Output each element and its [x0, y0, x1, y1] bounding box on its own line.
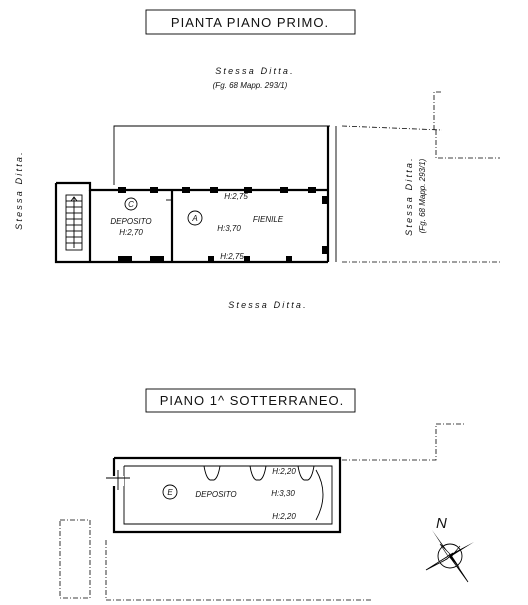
- basement-title-box: PIANO 1^ SOTTERRANEO.: [145, 388, 356, 413]
- outer-wall-bottom: [54, 183, 328, 264]
- compass-minor-3: [450, 556, 460, 568]
- vault-arch-1: [203, 465, 221, 481]
- room-e-marker: E: [167, 488, 173, 497]
- room-e-height: H:3,30: [271, 489, 295, 498]
- basement-boundary-top: [342, 423, 466, 461]
- neighbor-bottom-label: Stessa Ditta.: [228, 300, 308, 310]
- room-c-name: DEPOSITO: [110, 217, 151, 226]
- boundary-step-right: [435, 130, 500, 159]
- compass-east-arrow: [447, 542, 474, 559]
- basement-outer-wall: [112, 456, 342, 534]
- room-e-name: DEPOSITO: [195, 490, 236, 499]
- boundary-top-right: [341, 125, 443, 131]
- first-floor-title-frame: [145, 9, 356, 35]
- outer-wall-top: [56, 181, 328, 192]
- room-e-marker-circle: [162, 484, 178, 500]
- neighbor-right-parcel: (Fg. 68 Mapp. 293/1): [418, 158, 427, 233]
- compass-minor-2: [449, 545, 461, 559]
- neighbor-right-label: Stessa Ditta.: [404, 156, 414, 236]
- basement-bottom-height: H:2,20: [272, 512, 296, 521]
- room-c-marker: C: [128, 200, 134, 209]
- basement-top-height: H:2,20: [272, 467, 296, 476]
- basement-plan: E DEPOSITO H:3,30 H:2,20 H:2,20: [59, 423, 466, 601]
- room-a-height: H:3,70: [217, 224, 241, 233]
- basement-title: PIANO 1^ SOTTERRANEO.: [160, 393, 345, 408]
- basement-entrance-gap: [110, 476, 124, 486]
- basement-inner-wall: [123, 465, 333, 525]
- room-c-height: H:2,70: [119, 228, 143, 237]
- first-floor-plan: C DEPOSITO H:2,70 A FIENILE H:3,70 H:2,7…: [54, 91, 500, 264]
- compass-rose: N: [425, 515, 474, 583]
- vault-arch-2: [249, 465, 267, 481]
- right-pillar-upper: [322, 196, 328, 204]
- compass-west-arrow: [425, 552, 454, 571]
- top-wall-pillars: [118, 187, 316, 193]
- porch-outline: [113, 125, 330, 185]
- beam-top-height: H:2,75: [224, 192, 248, 201]
- first-floor-title: PIANTA PIANO PRIMO.: [171, 15, 329, 30]
- compass-ring: [437, 543, 463, 569]
- stair-arrow-head: [70, 196, 78, 202]
- compass-north-label: N: [436, 515, 447, 532]
- vault-arch-3: [297, 465, 315, 481]
- room-a-name: FIENILE: [253, 215, 284, 224]
- outbuilding-outline: [59, 519, 91, 599]
- beam-bottom-height: H:2,75: [220, 252, 244, 261]
- compass-minor-1: [440, 554, 450, 566]
- boundary-step-upper: [433, 91, 442, 130]
- vault-curve-right: [315, 469, 324, 521]
- right-pillar-lower: [322, 246, 328, 254]
- room-a-marker-circle: [187, 210, 203, 226]
- room-a-marker: A: [191, 214, 197, 223]
- compass-minor-4: [439, 543, 451, 557]
- bottom-wall-pillars: [118, 256, 292, 262]
- neighbor-top-label: Stessa Ditta.: [215, 66, 295, 76]
- neighbor-top-parcel: (Fg. 68 Mapp. 293/1): [213, 81, 288, 90]
- basement-title-frame: [145, 388, 356, 413]
- compass-south-arrow: [446, 552, 469, 583]
- first-floor-title-box: PIANTA PIANO PRIMO.: [145, 9, 356, 35]
- room-c-marker-circle: [124, 197, 138, 211]
- neighbor-left-label: Stessa Ditta.: [14, 150, 24, 230]
- staircase: [65, 194, 83, 251]
